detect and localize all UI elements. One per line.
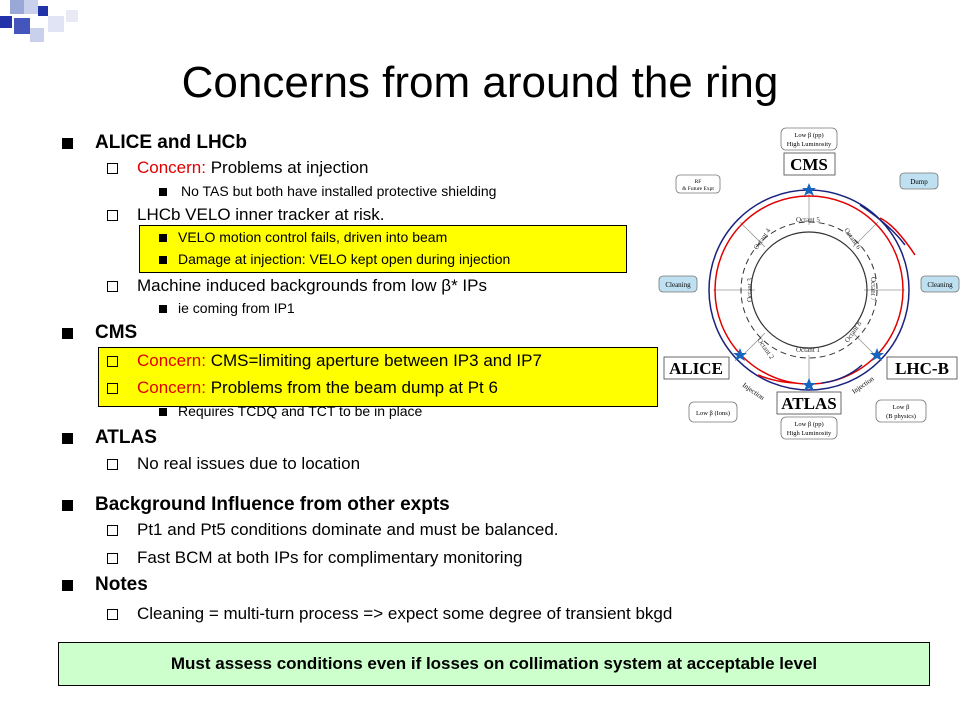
svg-text:Octant 5: Octant 5 (796, 216, 820, 224)
hollow-bullet-icon (107, 525, 118, 536)
atlas-label-box (776, 391, 842, 415)
injection-line-right (821, 364, 863, 384)
injection-line-left (757, 374, 796, 384)
hollow-bullet-icon (107, 459, 118, 470)
lhcb-label-box (886, 356, 958, 380)
bullet-icon (159, 256, 167, 264)
svg-text:Octant 6: Octant 6 (842, 227, 863, 252)
velo-highlight-box (139, 225, 627, 273)
cms-label-box (783, 152, 836, 176)
svg-text:& Future Expt: & Future Expt (682, 186, 714, 192)
low-beta-b-physics-box (875, 399, 927, 423)
lhc-ring-diagram: Octant 5 Octant 1 Octant 3 Octant 7 Octa… (658, 127, 960, 440)
hollow-bullet-icon (107, 383, 118, 394)
svg-text:Octant 7: Octant 7 (869, 277, 877, 301)
bullet-icon (159, 305, 167, 313)
svg-text:Low β (Ions): Low β (Ions) (696, 410, 730, 417)
svg-text:High Luminosity: High Luminosity (787, 430, 832, 437)
hollow-bullet-icon (107, 356, 118, 367)
cleaning-left-box (658, 275, 698, 293)
beta-symbol: β (441, 276, 452, 295)
hollow-bullet-icon (107, 210, 118, 221)
svg-text:ATLAS: ATLAS (781, 394, 836, 413)
svg-text:Low β: Low β (893, 404, 911, 411)
svg-text:(B physics): (B physics) (886, 413, 916, 420)
svg-text:Cleaning: Cleaning (927, 281, 953, 289)
svg-text:Injection: Injection (851, 375, 876, 396)
svg-text:Injection: Injection (741, 381, 766, 402)
corner-decoration (0, 0, 80, 60)
low-beta-ions-box (688, 401, 738, 423)
svg-text:ALICE: ALICE (669, 359, 723, 378)
hollow-bullet-icon (107, 553, 118, 564)
inner-circle (750, 231, 868, 349)
footer-callout: Must assess conditions even if losses on… (58, 642, 930, 686)
cms-highlight-box (98, 347, 658, 407)
svg-text:Octant 1: Octant 1 (796, 346, 820, 354)
rf-box (675, 174, 721, 194)
svg-text:Cleaning: Cleaning (665, 281, 691, 289)
ip-star-icons (733, 183, 884, 391)
svg-text:Octant 2: Octant 2 (755, 337, 776, 362)
bullet-icon (159, 234, 167, 242)
bullet-icon (62, 328, 73, 339)
page-title: Concerns from around the ring (181, 58, 779, 107)
hollow-bullet-icon (107, 281, 118, 292)
bullet-icon (62, 138, 73, 149)
cms-low-beta-box (780, 127, 838, 151)
dump-extraction-line-blue (859, 204, 906, 246)
dump-box (899, 172, 939, 190)
hollow-bullet-icon (107, 609, 118, 620)
atlas-low-beta-box (780, 416, 838, 440)
svg-text:Low β (pp): Low β (pp) (794, 421, 823, 428)
svg-text:Dump: Dump (910, 178, 928, 186)
bullet-icon (62, 500, 73, 511)
bullet-icon (62, 580, 73, 591)
octant-labels: Octant 5 Octant 1 Octant 3 Octant 7 Octa… (746, 216, 877, 361)
bullet-icon (159, 188, 167, 196)
svg-text:CMS: CMS (790, 155, 828, 174)
svg-text:Low β (pp): Low β (pp) (794, 132, 823, 139)
svg-text:High Luminosity: High Luminosity (787, 141, 832, 148)
dump-extraction-line (879, 217, 916, 256)
svg-text:RF: RF (695, 179, 702, 185)
hollow-bullet-icon (107, 163, 118, 174)
inner-dashed-circle (740, 221, 878, 359)
alice-label-box (663, 356, 730, 380)
svg-text:Octant 3: Octant 3 (746, 278, 754, 302)
svg-text:LHC-B: LHC-B (895, 359, 949, 378)
bullet-icon (62, 433, 73, 444)
cleaning-right-box (920, 275, 960, 293)
bullet-icon (159, 408, 167, 416)
